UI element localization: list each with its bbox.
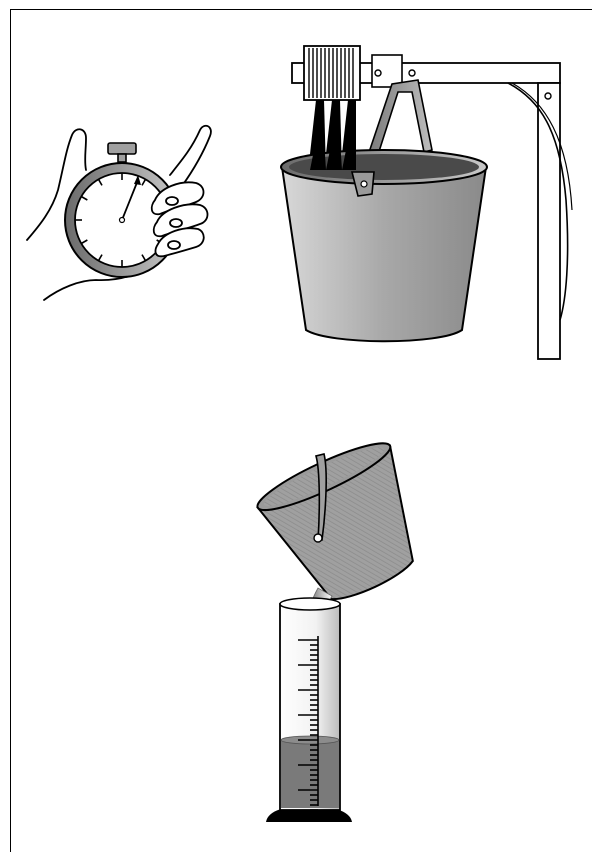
pouring-panel	[252, 433, 442, 822]
tilted-bucket-icon	[252, 433, 442, 618]
bucket-stand-panel	[281, 46, 572, 359]
stopwatch-crown	[108, 143, 136, 154]
fingers-icon	[152, 182, 208, 256]
stopwatch-panel	[27, 126, 211, 300]
bucket-body	[282, 167, 486, 341]
